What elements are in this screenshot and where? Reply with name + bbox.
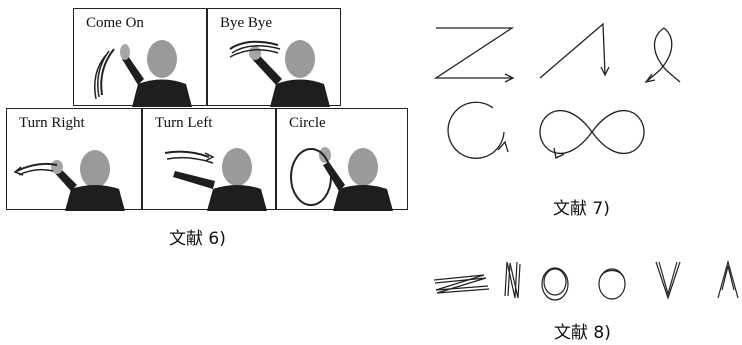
circle-person-figure: [290, 147, 393, 211]
round-stroke-icon: [598, 268, 626, 300]
panel-label-circle: Circle: [289, 115, 326, 131]
vertical-zigzag-stroke-icon: [504, 261, 518, 299]
circle-trajectory-icon: [447, 101, 505, 159]
bye-bye-person-figure: [229, 40, 330, 107]
motion-stroke-icon: [100, 48, 115, 96]
motion-stroke-icon: [229, 40, 279, 50]
caption-ref6: 文献 6): [169, 229, 226, 249]
motion-arrow-icon: [16, 162, 58, 172]
panel-turn-left: Turn Left: [142, 108, 276, 211]
circle-motion-icon: [290, 148, 332, 206]
zigzag-stroke-icon: [433, 274, 489, 291]
z-trajectory-icon: [433, 27, 515, 79]
loop-trajectory-icon: [645, 27, 681, 83]
panel-label-bye-bye: Bye Bye: [220, 15, 273, 31]
panel-circle: Circle: [276, 108, 408, 211]
caption-ref7: 文献 7): [553, 199, 610, 219]
turn-right-person-figure: [13, 150, 125, 211]
come-on-person-figure: [94, 40, 192, 107]
panel-label-turn-right: Turn Right: [19, 115, 85, 131]
turn-left-person-figure: [164, 148, 267, 211]
panel-bye-bye: Bye Bye: [207, 8, 341, 107]
peak-trajectory-icon: [539, 22, 606, 79]
panel-turn-right: Turn Right: [6, 108, 142, 211]
v-stroke-icon: [655, 261, 681, 300]
peak-stroke-icon: [717, 259, 739, 299]
infinity-trajectory-icon: [539, 110, 645, 154]
motion-arrow-icon: [164, 150, 210, 158]
panel-label-turn-left: Turn Left: [155, 115, 213, 131]
caption-ref8: 文献 8): [554, 323, 611, 343]
oval-stroke-icon: [541, 267, 569, 301]
panel-label-come-on: Come On: [86, 15, 144, 31]
panel-come-on: Come On: [73, 8, 207, 107]
